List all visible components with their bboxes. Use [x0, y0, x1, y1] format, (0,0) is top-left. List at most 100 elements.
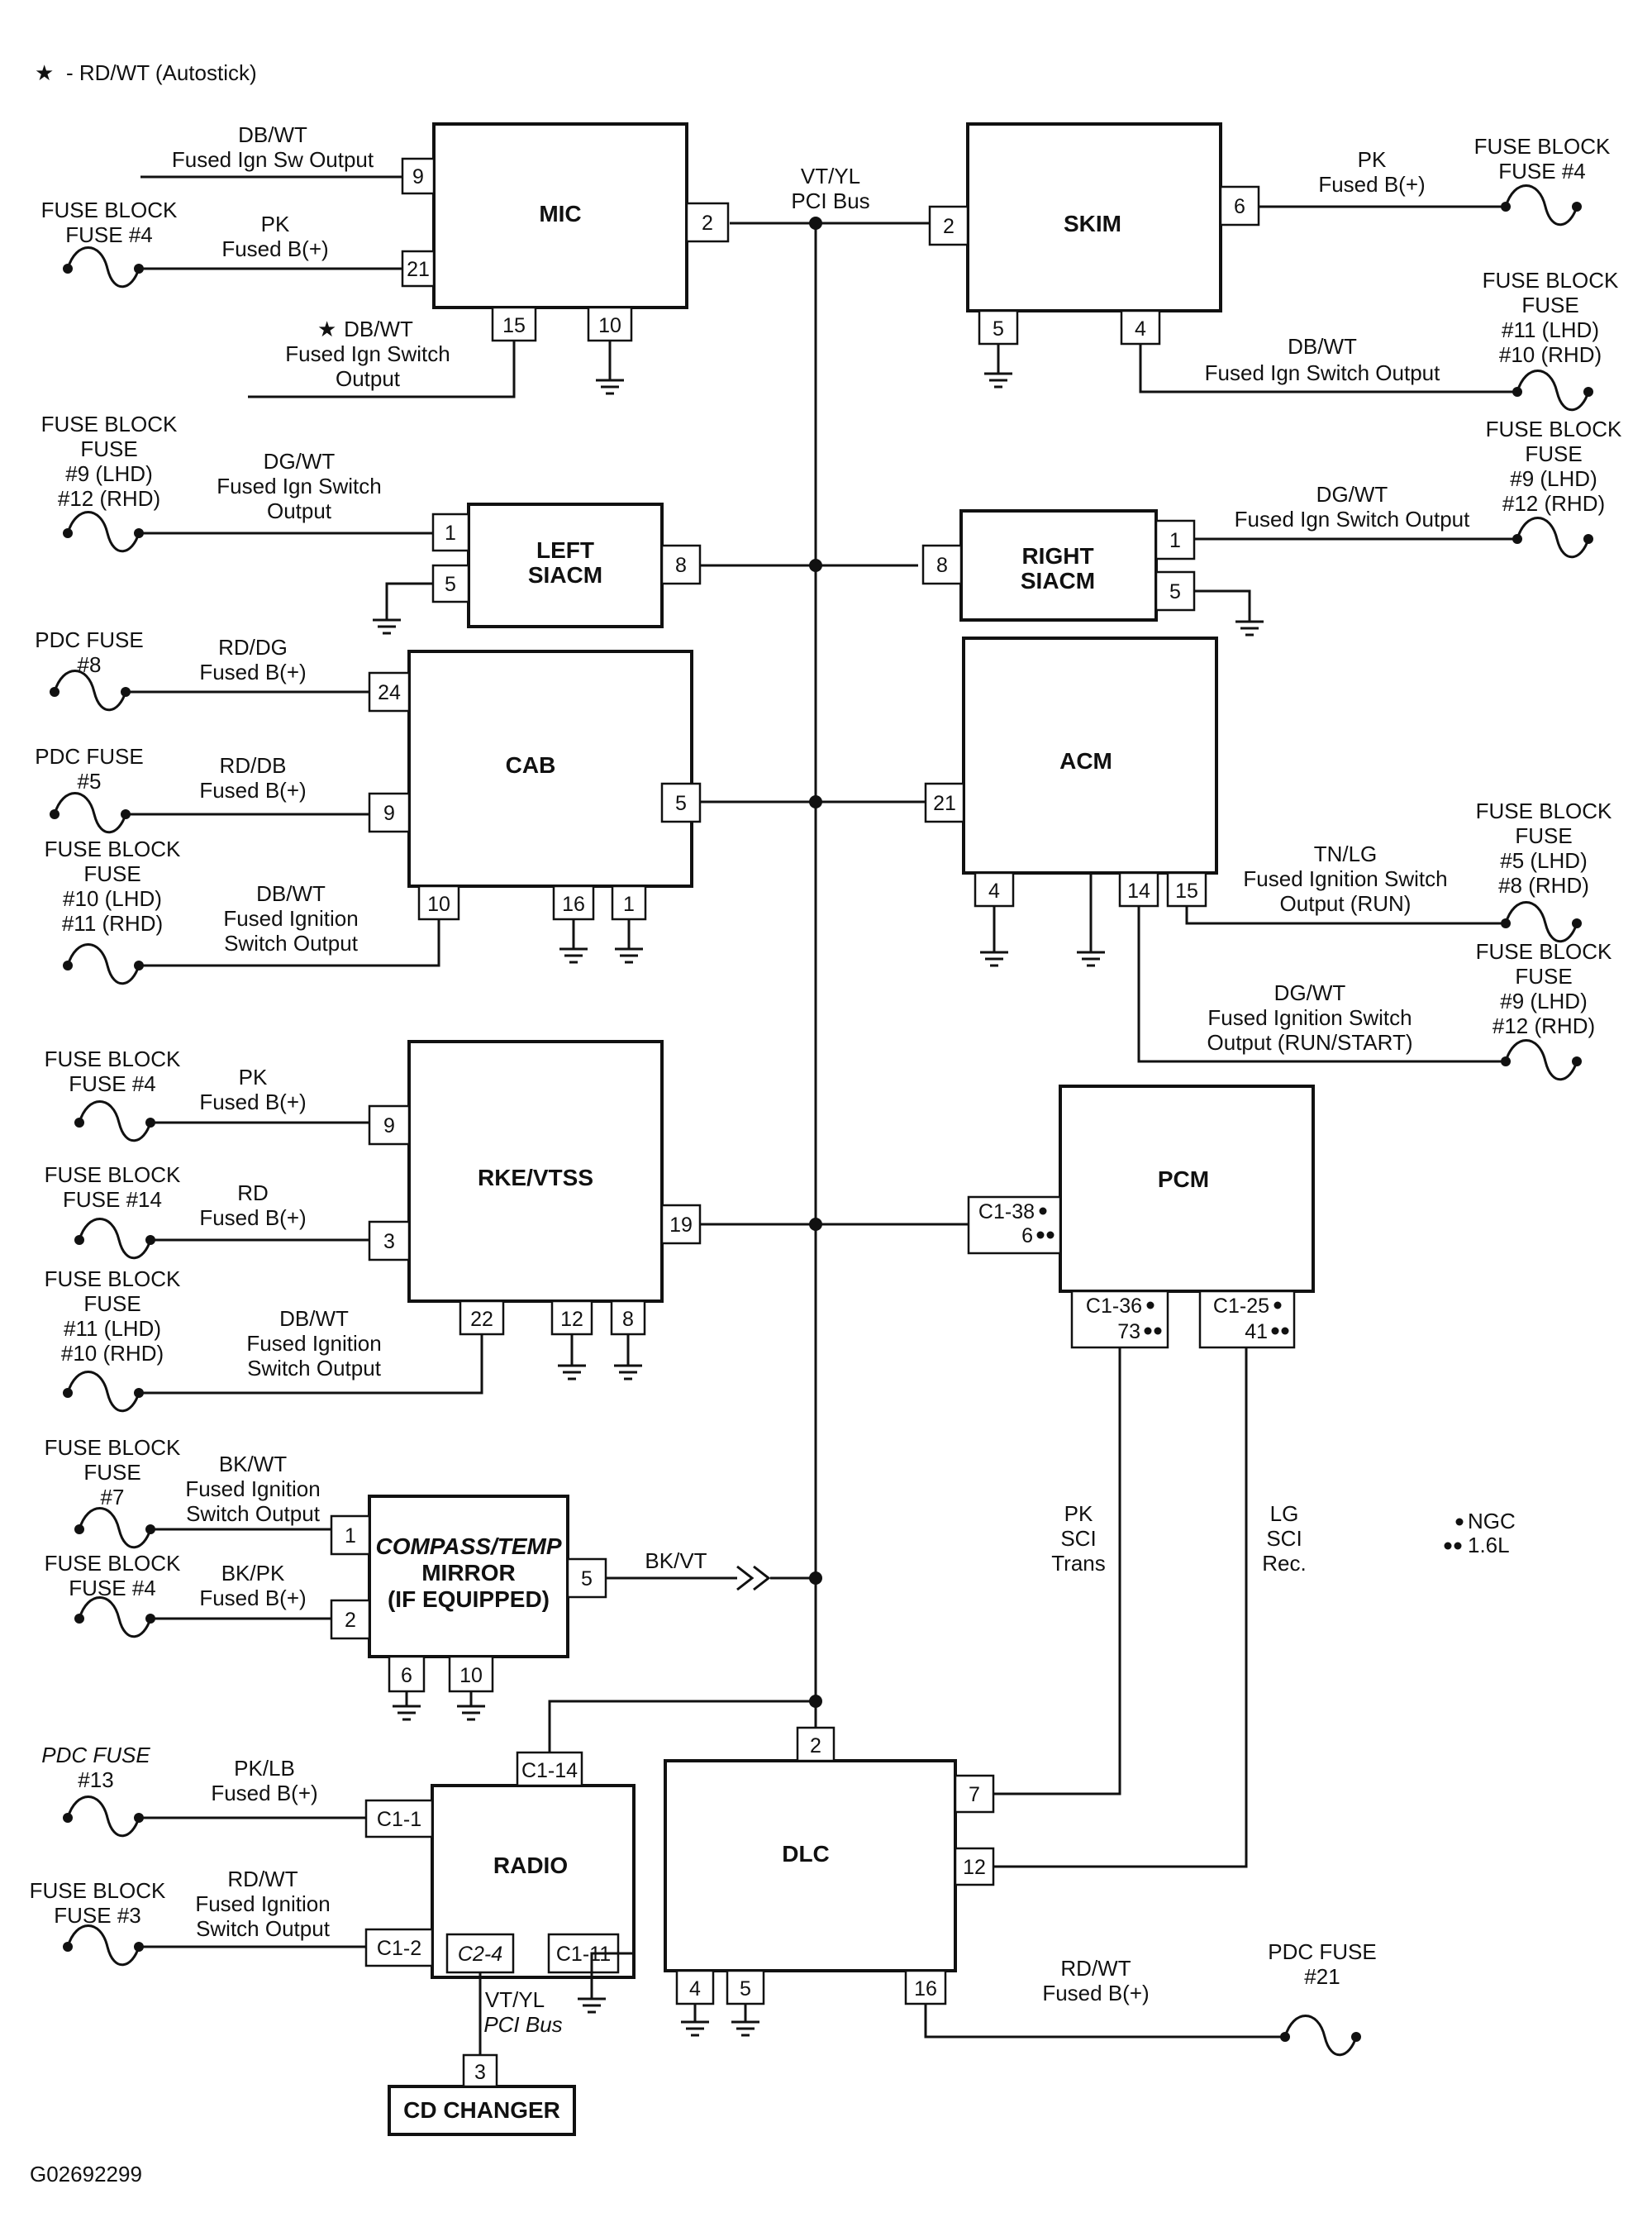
- wire-label: Fused Ign Switch: [217, 474, 381, 498]
- fuse-label: FUSE BLOCK: [1486, 417, 1622, 441]
- fuse-label: #10 (RHD): [61, 1341, 164, 1366]
- mic-pin: 9: [412, 165, 424, 188]
- fuse-label: FUSE BLOCK: [1483, 268, 1619, 293]
- fuse-label: FUSE: [80, 436, 137, 461]
- right-siacm-pin: 5: [1169, 580, 1181, 603]
- fuse-label: FUSE: [83, 1291, 140, 1316]
- l16-legend: 1.6L: [1468, 1533, 1510, 1557]
- compass-label: (IF EQUIPPED): [388, 1586, 550, 1612]
- fuse-icon: [1499, 901, 1583, 943]
- acm-pin: 14: [1127, 880, 1150, 903]
- wire-label: Fused B(+): [199, 1090, 306, 1114]
- wire-label: Fused Ign Switch: [285, 341, 450, 366]
- compass-pin: 6: [401, 1664, 412, 1687]
- l16-dot-icon: [1144, 1327, 1152, 1335]
- connector-arrow-icon: [736, 1565, 771, 1591]
- wire-label: RD/DB: [220, 753, 287, 778]
- wire-label: Fused Ign Sw Output: [172, 147, 374, 172]
- cab-pin: 16: [562, 893, 585, 916]
- l16-dot-icon: [1444, 1542, 1452, 1550]
- wire-label: Fused B(+): [1042, 1981, 1149, 2005]
- fuse-icon: [1511, 370, 1595, 412]
- pcm-pin: C1-25: [1213, 1295, 1269, 1318]
- fuse-label: FUSE BLOCK: [41, 198, 178, 222]
- wire-label: Output: [267, 498, 332, 523]
- wire-label: Fused Ignition Switch: [1243, 866, 1447, 891]
- wire-label: DB/WT: [344, 317, 413, 341]
- skim-pin: 2: [943, 215, 955, 238]
- wire-label: Trans: [1051, 1551, 1106, 1576]
- cd-changer-module: CD CHANGER 3: [388, 2053, 576, 2136]
- wire-label: Switch Output: [196, 1916, 331, 1941]
- rke-pin: 22: [470, 1308, 493, 1331]
- wire-label: DB/WT: [279, 1306, 349, 1331]
- ground-icon: [371, 618, 402, 635]
- rke-pin: 8: [622, 1308, 634, 1331]
- dlc-module: DLC 2 7 12 4 5 16 RD/WT Fused B(+) PDC F…: [664, 1726, 1377, 2057]
- wire-label: TN/LG: [1314, 842, 1378, 866]
- rke-vtss-module: RKE/VTSS 9 3 19 22 12 8 FUSE BLOCK FUSE …: [45, 1040, 702, 1413]
- ground-icon: [391, 1705, 422, 1721]
- fuse-label: #21: [1304, 1964, 1340, 1989]
- sci-trans-wire: [993, 1347, 1121, 1795]
- fuse-label: #8: [78, 652, 102, 677]
- fuse-label: FUSE BLOCK: [41, 412, 178, 436]
- wire-label: PCI Bus: [483, 2012, 562, 2037]
- wire-label: Output (RUN): [1280, 891, 1412, 916]
- legend: ★ - RD/WT (Autostick) NGC 1.6L G02692299: [30, 60, 1516, 2186]
- pcm-pin: C1-38: [978, 1200, 1035, 1223]
- fuse-label: FUSE #4: [1498, 159, 1586, 184]
- compass-mirror-module: COMPASS/TEMP MIRROR (IF EQUIPPED) 1 2 5 …: [45, 1435, 737, 1721]
- fuse-label: FUSE BLOCK: [30, 1878, 166, 1903]
- wire-label: BK/VT: [645, 1548, 707, 1573]
- l16-dot-icon: [1036, 1231, 1045, 1239]
- sci-rec-wire: [993, 1347, 1248, 1868]
- figure-id: G02692299: [30, 2162, 142, 2186]
- fuse-label: FUSE #14: [63, 1187, 162, 1212]
- ground-icon: [612, 1364, 644, 1381]
- wire-label: Fused Ignition Switch: [1207, 1005, 1412, 1030]
- cd-pin: 3: [474, 2061, 486, 2084]
- fuse-label: #12 (RHD): [58, 486, 160, 511]
- fuse-label: #11 (LHD): [64, 1316, 161, 1341]
- wire-label: SCI: [1060, 1526, 1096, 1551]
- wire-label: DG/WT: [264, 449, 336, 474]
- mic-module: MIC 9 21 2 15 10 DB/WT Fused Ign Sw Outp…: [41, 122, 730, 398]
- dlc-pin: 12: [963, 1856, 986, 1879]
- left-siacm-pin: 5: [445, 573, 456, 596]
- wire-label: Output (RUN/START): [1207, 1030, 1413, 1055]
- wire-label: Fused Ignition: [246, 1331, 381, 1356]
- right-siacm-pin: 1: [1169, 529, 1181, 552]
- fuse-label: #9 (LHD): [1510, 466, 1597, 491]
- cab-pin: 10: [427, 893, 450, 916]
- wire-label: Fused Ign Switch Output: [1205, 360, 1440, 385]
- radio-pin: C1-14: [521, 1759, 578, 1782]
- mic-pin: 10: [598, 314, 621, 337]
- fuse-label: FUSE BLOCK: [1474, 134, 1611, 159]
- wire-label: PK: [1064, 1501, 1093, 1526]
- wire-label: VT/YL: [485, 1987, 545, 2012]
- pcm-label: PCM: [1158, 1166, 1209, 1192]
- wire-label: Switch Output: [247, 1356, 382, 1381]
- splice-dot: [809, 1571, 822, 1585]
- rke-pin: 19: [669, 1214, 693, 1237]
- fuse-label: FUSE: [1525, 441, 1582, 466]
- fuse-label: FUSE: [83, 861, 140, 886]
- fuse-icon: [61, 1924, 145, 1967]
- wire-label: Fused Ignition: [195, 1891, 330, 1916]
- ngc-dot-icon: [1274, 1301, 1282, 1309]
- acm-label: ACM: [1059, 748, 1112, 774]
- compass-label: MIRROR: [421, 1560, 516, 1586]
- fuse-label: PDC FUSE: [1268, 1939, 1376, 1964]
- ground-icon: [556, 1364, 588, 1381]
- skim-label: SKIM: [1064, 211, 1121, 236]
- skim-pin: 4: [1135, 317, 1146, 341]
- fuse-label: FUSE #4: [69, 1576, 156, 1600]
- wire-label: PK: [239, 1065, 268, 1090]
- skim-pin: 5: [993, 317, 1004, 341]
- l16-dot-icon: [1046, 1231, 1055, 1239]
- dlc-pin: 4: [689, 1977, 701, 2000]
- ground-icon: [1075, 951, 1107, 967]
- fuse-label: #10 (LHD): [63, 886, 162, 911]
- fuse-label: #11 (RHD): [62, 911, 163, 936]
